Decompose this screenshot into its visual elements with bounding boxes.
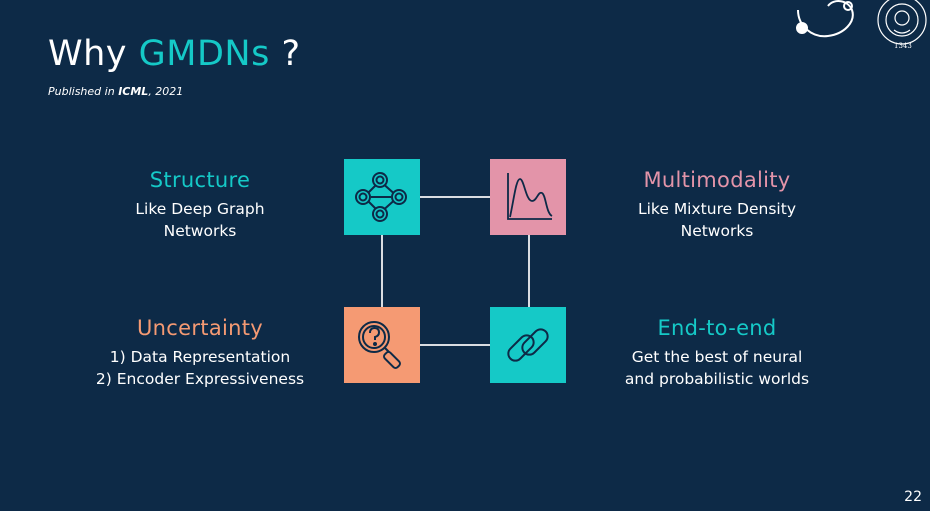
connector-right [528, 235, 530, 307]
feature-line: Networks [680, 222, 754, 240]
feature-line: Networks [163, 222, 237, 240]
feature-heading: Uncertainty [137, 316, 263, 340]
page-number: 22 [904, 489, 922, 505]
multimodality-tile [490, 159, 566, 235]
connector-left [381, 235, 383, 307]
graph-nodes-icon [355, 172, 407, 222]
lab-logo-icon [796, 0, 854, 38]
feature-heading: Structure [149, 168, 251, 192]
feature-line: Like Mixture Density [637, 200, 796, 218]
feature-line: 1) Data Representation [109, 348, 291, 366]
title-prefix: Why [48, 34, 139, 74]
density-curve-icon [507, 173, 553, 220]
magnifier-question-icon [358, 321, 401, 369]
feature-heading: Multimodality [643, 168, 791, 192]
subtitle-venue: ICML [118, 85, 149, 98]
feature-uncertainty: Uncertainty 1) Data Representation 2) En… [70, 316, 330, 390]
university-seal-icon: 1343 [877, 0, 927, 50]
uncertainty-tile [344, 307, 420, 383]
connector-top [420, 196, 490, 198]
title-suffix: ? [269, 34, 301, 74]
svg-text:1343: 1343 [894, 42, 912, 50]
feature-line: Like Deep Graph [135, 200, 265, 218]
feature-line: and probabilistic worlds [624, 370, 810, 388]
feature-end-to-end: End-to-end Get the best of neural and pr… [587, 316, 847, 390]
feature-heading: End-to-end [657, 316, 777, 340]
structure-tile [344, 159, 420, 235]
feature-multimodality: Multimodality Like Mixture Density Netwo… [587, 168, 847, 242]
slide-subtitle: Published in ICML, 2021 [48, 85, 183, 98]
university-logos: 1343 [796, 0, 927, 50]
feature-line: 2) Encoder Expressiveness [95, 370, 305, 388]
subtitle-suffix: , 2021 [148, 85, 184, 98]
connector-bottom [420, 344, 490, 346]
title-highlight: GMDNs [138, 34, 270, 74]
chain-link-icon [507, 328, 549, 362]
slide-title: Why GMDNs ? [48, 34, 301, 74]
feature-structure: Structure Like Deep Graph Networks [70, 168, 330, 242]
subtitle-prefix: Published in [48, 85, 119, 98]
end-to-end-tile [490, 307, 566, 383]
feature-line: Get the best of neural [631, 348, 803, 366]
